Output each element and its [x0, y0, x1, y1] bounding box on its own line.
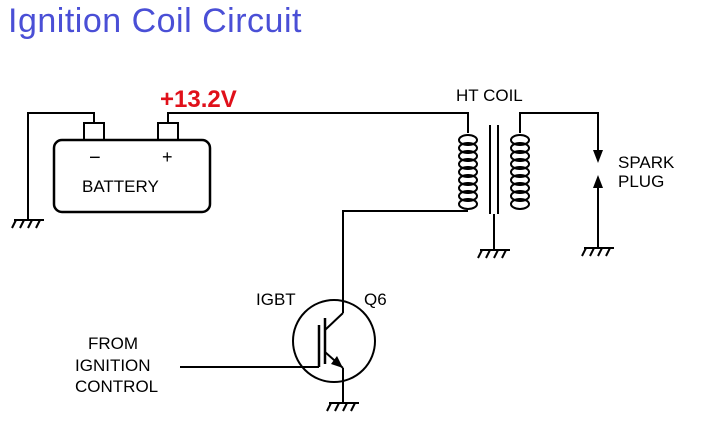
- spark-plug-label-line2: PLUG: [618, 172, 665, 191]
- ground-symbol-spark-plug: [581, 247, 614, 257]
- page-title: Ignition Coil Circuit: [8, 2, 302, 40]
- secondary-winding: [510, 134, 530, 210]
- ignition-label: IGNITION: [75, 356, 151, 375]
- spark-plug-label-line1: SPARK: [618, 153, 675, 172]
- supply-wire: [167, 112, 469, 133]
- battery-negative-terminal: [83, 122, 105, 141]
- battery-plus-label: +: [162, 147, 173, 167]
- from-label: FROM: [88, 334, 139, 353]
- igbt-body: [292, 299, 376, 383]
- supply-voltage-label: +13.2V: [160, 86, 237, 113]
- battery-label: BATTERY: [82, 177, 159, 196]
- igbt-emitter-arrow: [331, 356, 343, 368]
- battery-minus-label: −: [89, 147, 101, 169]
- ht-coil-label: HT COIL: [456, 86, 523, 105]
- igbt-collector-lead: [324, 312, 344, 331]
- battery-ground-wire: [27, 112, 95, 220]
- battery-body: [52, 138, 212, 214]
- primary-winding: [458, 134, 478, 210]
- spark-plug-wire: [519, 112, 599, 150]
- control-label: CONTROL: [75, 377, 159, 396]
- q6-label: Q6: [364, 290, 387, 309]
- battery-positive-terminal: [157, 122, 179, 141]
- ground-symbol-igbt: [326, 402, 359, 412]
- transformer-core: [489, 125, 499, 214]
- collector-wire: [342, 210, 468, 313]
- igbt-label: IGBT: [256, 290, 296, 309]
- spark-plug-lower-electrode: [593, 175, 603, 188]
- spark-plug-upper-electrode: [593, 150, 603, 163]
- ground-symbol-core: [477, 249, 510, 259]
- ground-symbol-battery: [11, 219, 44, 229]
